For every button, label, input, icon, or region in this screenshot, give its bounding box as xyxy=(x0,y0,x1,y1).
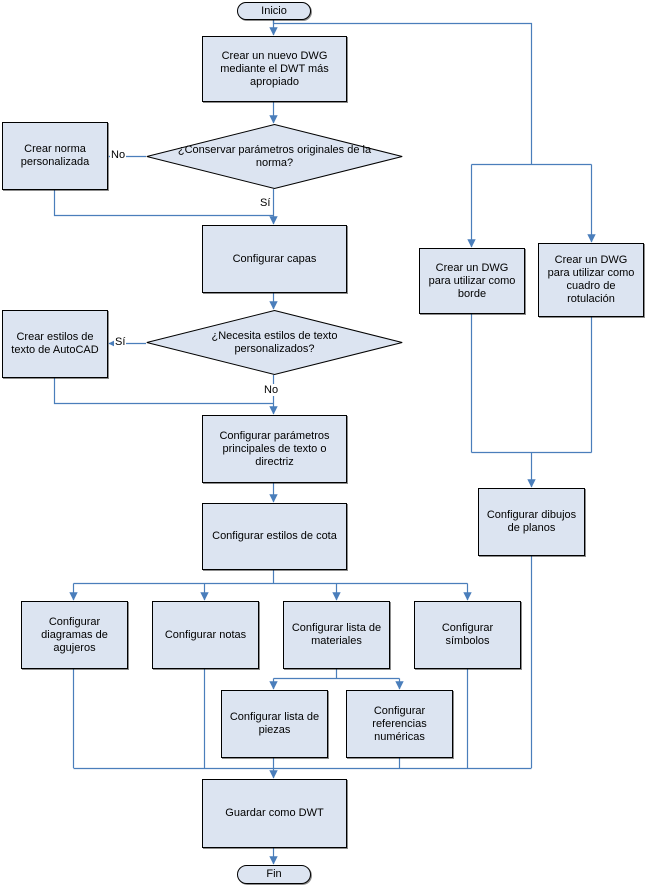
node-configurar-parametros: Configurar parámetros principales de tex… xyxy=(202,415,347,483)
node-crear-dwg-label: Crear un nuevo DWG mediante el DWT más a… xyxy=(220,49,329,88)
connector-estilos-join xyxy=(53,378,274,405)
node-guardar-dwt-label: Guardar como DWT xyxy=(225,807,324,819)
node-configurar-planos: Configurar dibujos de planos xyxy=(478,488,585,556)
node-configurar-capas-label: Configurar capas xyxy=(232,252,317,265)
node-crear-norma-label: Crear norma personalizada xyxy=(20,143,90,168)
connector-norma-join xyxy=(53,190,274,217)
node-guardar-dwt: Guardar como DWT xyxy=(202,779,347,848)
node-inicio-label: Inicio xyxy=(261,4,287,17)
node-crear-norma: Crear norma personalizada xyxy=(2,122,108,190)
node-crear-borde-label: Crear un DWG para utilizar como borde xyxy=(428,261,516,300)
node-configurar-cota: Configurar estilos de cota xyxy=(202,503,347,570)
edge-label-si-1: Sí xyxy=(259,197,272,209)
node-decision-conservar-label: ¿Conservar parámetros originales de la n… xyxy=(177,143,372,169)
node-configurar-parametros-label: Configurar parámetros principales de tex… xyxy=(219,429,330,468)
node-configurar-piezas-label: Configurar lista de piezas xyxy=(229,711,320,736)
node-configurar-planos-label: Configurar dibujos de planos xyxy=(486,509,577,534)
node-inicio: Inicio xyxy=(237,2,311,20)
node-configurar-notas: Configurar notas xyxy=(152,601,259,669)
connector-merge-drops xyxy=(72,556,533,768)
node-configurar-referencias: Configurar referencias numéricas xyxy=(346,690,453,758)
node-crear-rotulacion-label: Crear un DWG para utilizar como cuadro d… xyxy=(547,254,635,305)
connector-materiales-split xyxy=(273,669,400,680)
node-configurar-capas: Configurar capas xyxy=(202,225,347,293)
node-fin: Fin xyxy=(237,865,311,884)
diamond-shape xyxy=(146,310,403,375)
edge-label-no-1: No xyxy=(110,149,127,161)
node-configurar-referencias-label: Configurar referencias numéricas xyxy=(372,704,427,743)
node-configurar-simbolos-label: Configurar símbolos xyxy=(441,622,494,647)
node-configurar-agujeros-label: Configurar diagramas de agujeros xyxy=(41,615,108,654)
node-crear-borde: Crear un DWG para utilizar como borde xyxy=(419,248,525,314)
diamond-shape xyxy=(146,124,403,189)
node-crear-rotulacion: Crear un DWG para utilizar como cuadro d… xyxy=(538,243,644,317)
node-decision-necesita-label: ¿Necesita estilos de texto personalizado… xyxy=(211,329,338,355)
edge-label-no-2: No xyxy=(263,384,280,396)
node-configurar-cota-label: Configurar estilos de cota xyxy=(212,530,337,542)
node-fin-label: Fin xyxy=(266,868,282,880)
node-decision-necesita: ¿Necesita estilos de texto personalizado… xyxy=(146,310,403,375)
node-crear-estilos: Crear estilos de texto de AutoCAD xyxy=(2,310,108,378)
edge-label-si-2: Sí xyxy=(114,336,127,348)
node-configurar-materiales-label: Configurar lista de materiales xyxy=(291,622,382,647)
connector-right-merge xyxy=(470,314,593,454)
node-configurar-simbolos: Configurar símbolos xyxy=(414,601,521,669)
node-configurar-piezas: Configurar lista de piezas xyxy=(221,690,328,758)
node-configurar-notas-label: Configurar notas xyxy=(164,628,247,641)
node-decision-conservar: ¿Conservar parámetros originales de la n… xyxy=(146,124,403,189)
node-crear-dwg: Crear un nuevo DWG mediante el DWT más a… xyxy=(202,36,347,102)
connector-cota-branch xyxy=(73,569,468,585)
node-crear-estilos-label: Crear estilos de texto de AutoCAD xyxy=(11,331,99,356)
node-configurar-materiales: Configurar lista de materiales xyxy=(283,601,390,669)
node-configurar-agujeros: Configurar diagramas de agujeros xyxy=(21,601,128,669)
